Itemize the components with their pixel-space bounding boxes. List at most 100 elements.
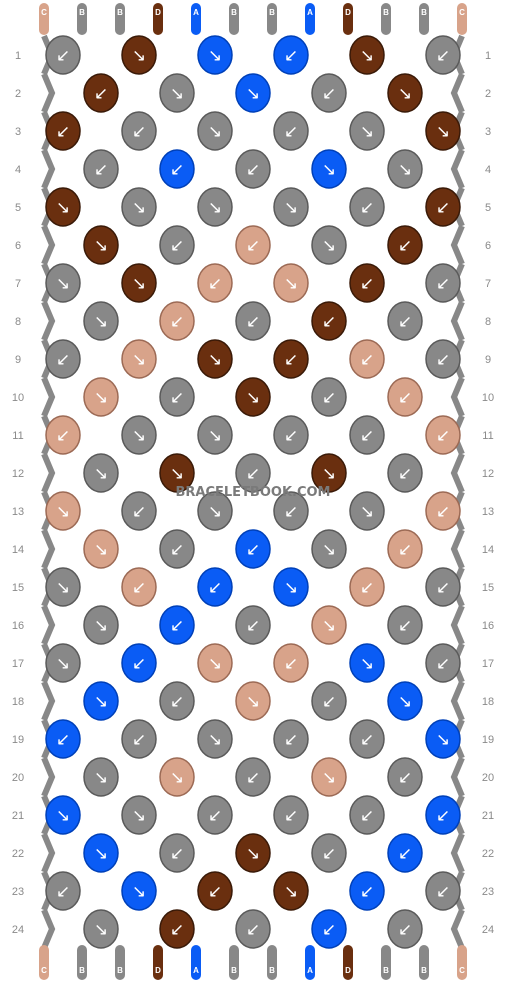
knot[interactable]: ↙ — [121, 567, 157, 607]
knot[interactable]: ↙ — [121, 719, 157, 759]
knot[interactable]: ↘ — [349, 111, 385, 151]
knot[interactable]: ↙ — [197, 567, 233, 607]
knot[interactable]: ↘ — [311, 453, 347, 493]
knot[interactable]: ↙ — [425, 795, 461, 835]
knot[interactable]: ↘ — [425, 111, 461, 151]
knot[interactable]: ↙ — [387, 909, 423, 949]
knot[interactable]: ↙ — [235, 225, 271, 265]
knot[interactable]: ↙ — [273, 491, 309, 531]
knot[interactable]: ↘ — [197, 491, 233, 531]
knot[interactable]: ↘ — [349, 491, 385, 531]
knot[interactable]: ↙ — [235, 909, 271, 949]
knot[interactable]: ↙ — [425, 643, 461, 683]
knot[interactable]: ↙ — [121, 491, 157, 531]
knot[interactable]: ↙ — [425, 871, 461, 911]
knot[interactable]: ↘ — [387, 73, 423, 113]
knot[interactable]: ↘ — [83, 377, 119, 417]
knot[interactable]: ↙ — [273, 35, 309, 75]
knot[interactable]: ↙ — [45, 339, 81, 379]
knot[interactable]: ↘ — [159, 453, 195, 493]
knot[interactable]: ↙ — [425, 491, 461, 531]
knot[interactable]: ↙ — [235, 529, 271, 569]
knot[interactable]: ↘ — [197, 111, 233, 151]
knot[interactable]: ↙ — [273, 795, 309, 835]
knot[interactable]: ↘ — [121, 187, 157, 227]
knot[interactable]: ↙ — [349, 339, 385, 379]
knot[interactable]: ↙ — [387, 453, 423, 493]
knot[interactable]: ↙ — [235, 453, 271, 493]
knot[interactable]: ↘ — [273, 567, 309, 607]
knot[interactable]: ↘ — [273, 871, 309, 911]
knot[interactable]: ↘ — [121, 263, 157, 303]
knot[interactable]: ↙ — [121, 643, 157, 683]
knot[interactable]: ↘ — [197, 643, 233, 683]
knot[interactable]: ↙ — [311, 301, 347, 341]
knot[interactable]: ↙ — [425, 567, 461, 607]
knot[interactable]: ↘ — [121, 35, 157, 75]
knot[interactable]: ↙ — [121, 111, 157, 151]
knot[interactable]: ↘ — [45, 795, 81, 835]
knot[interactable]: ↙ — [159, 909, 195, 949]
knot[interactable]: ↘ — [83, 605, 119, 645]
knot[interactable]: ↙ — [159, 377, 195, 417]
knot[interactable]: ↙ — [311, 833, 347, 873]
knot[interactable]: ↘ — [83, 301, 119, 341]
knot[interactable]: ↘ — [45, 643, 81, 683]
knot[interactable]: ↘ — [197, 187, 233, 227]
knot[interactable]: ↘ — [311, 225, 347, 265]
knot[interactable]: ↘ — [235, 377, 271, 417]
knot[interactable]: ↘ — [349, 35, 385, 75]
knot[interactable]: ↘ — [311, 529, 347, 569]
knot[interactable]: ↙ — [349, 719, 385, 759]
knot[interactable]: ↙ — [349, 415, 385, 455]
knot[interactable]: ↘ — [121, 339, 157, 379]
knot[interactable]: ↙ — [159, 225, 195, 265]
knot[interactable]: ↙ — [425, 415, 461, 455]
knot[interactable]: ↙ — [159, 529, 195, 569]
knot[interactable]: ↙ — [349, 263, 385, 303]
knot[interactable]: ↙ — [387, 301, 423, 341]
knot[interactable]: ↘ — [387, 149, 423, 189]
knot[interactable]: ↘ — [121, 795, 157, 835]
knot[interactable]: ↙ — [45, 719, 81, 759]
knot[interactable]: ↙ — [273, 111, 309, 151]
knot[interactable]: ↙ — [311, 377, 347, 417]
knot[interactable]: ↙ — [235, 301, 271, 341]
knot[interactable]: ↙ — [425, 263, 461, 303]
knot[interactable]: ↘ — [83, 909, 119, 949]
knot[interactable]: ↘ — [197, 415, 233, 455]
knot[interactable]: ↘ — [311, 757, 347, 797]
knot[interactable]: ↙ — [387, 833, 423, 873]
knot[interactable]: ↘ — [83, 757, 119, 797]
knot[interactable]: ↘ — [235, 833, 271, 873]
knot[interactable]: ↙ — [45, 871, 81, 911]
knot[interactable]: ↙ — [273, 415, 309, 455]
knot[interactable]: ↘ — [83, 833, 119, 873]
knot[interactable]: ↙ — [387, 377, 423, 417]
knot[interactable]: ↙ — [349, 187, 385, 227]
knot[interactable]: ↘ — [235, 73, 271, 113]
knot[interactable]: ↙ — [45, 111, 81, 151]
knot[interactable]: ↙ — [197, 871, 233, 911]
knot[interactable]: ↙ — [159, 149, 195, 189]
knot[interactable]: ↙ — [159, 681, 195, 721]
knot[interactable]: ↘ — [311, 605, 347, 645]
knot[interactable]: ↙ — [311, 681, 347, 721]
knot[interactable]: ↘ — [121, 871, 157, 911]
knot[interactable]: ↙ — [83, 73, 119, 113]
knot[interactable]: ↙ — [159, 605, 195, 645]
knot[interactable]: ↘ — [83, 529, 119, 569]
knot[interactable]: ↘ — [121, 415, 157, 455]
knot[interactable]: ↘ — [159, 757, 195, 797]
knot[interactable]: ↙ — [273, 643, 309, 683]
knot[interactable]: ↙ — [235, 605, 271, 645]
knot[interactable]: ↙ — [387, 529, 423, 569]
knot[interactable]: ↙ — [425, 339, 461, 379]
knot[interactable]: ↘ — [387, 681, 423, 721]
knot[interactable]: ↘ — [197, 719, 233, 759]
knot[interactable]: ↙ — [273, 339, 309, 379]
knot[interactable]: ↘ — [159, 73, 195, 113]
knot[interactable]: ↘ — [425, 719, 461, 759]
knot[interactable]: ↙ — [197, 263, 233, 303]
knot[interactable]: ↙ — [45, 35, 81, 75]
